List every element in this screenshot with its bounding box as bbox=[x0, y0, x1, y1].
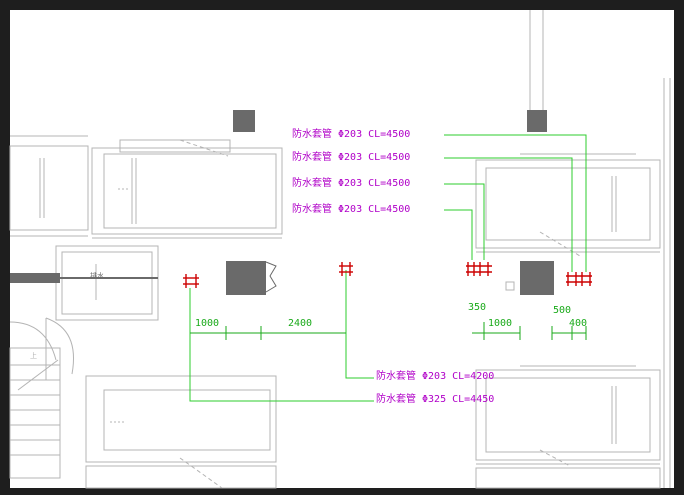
sleeve-middle bbox=[339, 262, 353, 276]
dimension-lines bbox=[190, 322, 587, 340]
equipment-block-right bbox=[520, 261, 554, 295]
column-upper-right bbox=[527, 110, 547, 132]
equipment-label: 排水 bbox=[90, 272, 104, 280]
dimension-label-500: 500 bbox=[553, 305, 572, 316]
room-upper-right bbox=[475, 159, 661, 249]
leader-upper-3 bbox=[444, 183, 485, 260]
callout-lower-1: 防水套管 Φ203 CL=4200 bbox=[376, 371, 495, 382]
leader-upper-4 bbox=[444, 209, 473, 260]
sleeve-left bbox=[183, 274, 199, 288]
sleeve-right-pair-b bbox=[566, 272, 592, 286]
dimension-label-400: 400 bbox=[569, 318, 588, 329]
room-upper-middle bbox=[91, 147, 283, 235]
callout-upper-2: 防水套管 Φ203 CL=4500 bbox=[292, 152, 411, 163]
callout-upper-3: 防水套管 Φ203 CL=4500 bbox=[292, 178, 411, 189]
bed-headboard-upper-middle bbox=[119, 139, 231, 153]
stair-well bbox=[9, 347, 61, 479]
callout-upper-4: 防水套管 Φ203 CL=4500 bbox=[292, 204, 411, 215]
dimension-label-1000-right: 1000 bbox=[488, 318, 513, 329]
waterproof-sleeves bbox=[183, 262, 592, 288]
bed-upper-right bbox=[485, 167, 651, 241]
leader-lower-1 bbox=[345, 270, 374, 379]
bed-lower-right bbox=[485, 377, 651, 453]
column-upper-middle bbox=[233, 110, 255, 132]
bed-upper-middle bbox=[103, 153, 277, 229]
leader-upper-1 bbox=[444, 134, 587, 272]
dimension-label-2400: 2400 bbox=[288, 318, 313, 329]
callout-upper-1: 防水套管 Φ203 CL=4500 bbox=[292, 129, 411, 140]
callout-lower-2: 防水套管 Φ325 CL=4450 bbox=[376, 394, 495, 405]
structural-blocks bbox=[10, 110, 554, 295]
leader-upper-2 bbox=[444, 157, 573, 272]
drawing-sheet bbox=[10, 10, 674, 488]
equipment-block-left bbox=[226, 261, 266, 295]
wall-stub bbox=[10, 273, 60, 283]
leader-lines bbox=[189, 134, 587, 402]
room-upper-left bbox=[9, 145, 89, 231]
bed-lower-left bbox=[103, 389, 271, 451]
leader-lower-2 bbox=[189, 288, 374, 402]
sleeve-right-pair-a bbox=[466, 262, 492, 276]
dimension-label-1000-left: 1000 bbox=[195, 318, 220, 329]
dimension-label-350: 350 bbox=[468, 302, 487, 313]
architecture-linework bbox=[9, 10, 671, 489]
bathroom-fixture bbox=[61, 251, 153, 315]
room-lower-right bbox=[475, 369, 661, 461]
stair-up-label: 上 bbox=[30, 352, 37, 360]
